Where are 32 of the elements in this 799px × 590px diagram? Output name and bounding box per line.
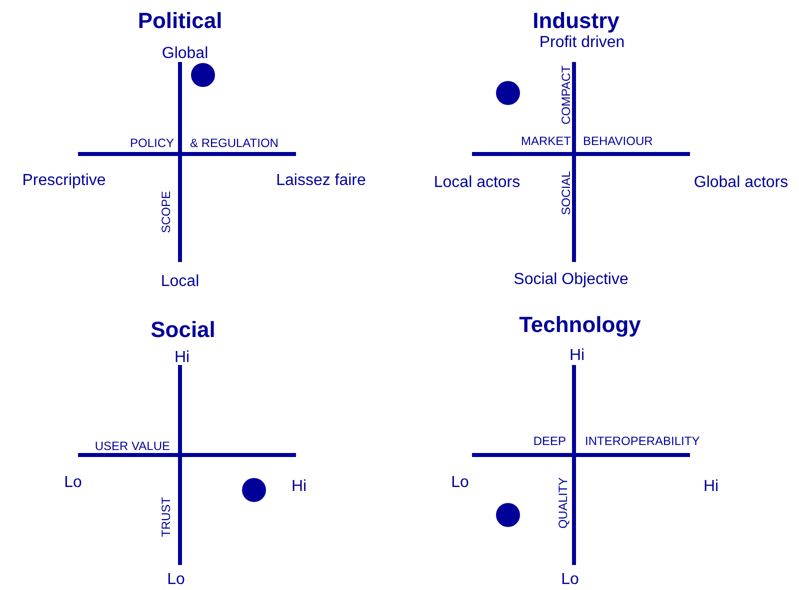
axis-name: SCOPE [160,191,172,233]
axis-end-label: Global actors [694,175,788,191]
axis-end-label: Hi [174,350,190,366]
axis-name: & REGULATION [190,137,278,149]
axis-end-label: Lo [167,572,185,588]
axis-end-label: Laissez faire [276,173,366,189]
panel-title: Industry [532,10,620,32]
axis-end-label: Global [162,46,208,62]
axis-end-label: Hi [291,479,307,495]
axis-name: BEHAVIOUR [583,135,653,147]
panel-title: Political [138,10,222,32]
axis-end-label: Prescriptive [22,173,106,189]
axis-end-label: Profit driven [539,35,625,51]
panel-title: Technology [519,314,641,336]
axis-name: POLICY [130,137,174,149]
panel-title: Social [150,319,216,341]
axis-name: COMPACT [560,65,572,125]
axis-name: USER VALUE [94,440,170,452]
axis-name: SOCIAL [560,171,572,215]
axis-name: DEEP [533,435,566,447]
axis-end-label: Lo [451,475,469,491]
axis-end-label: Local [160,274,200,290]
axis-end-label: Hi [703,479,719,495]
axis-end-label: Lo [64,475,82,491]
axis-end-label: Local actors [434,175,520,191]
axis-name: TRUST [160,497,172,537]
axis-end-label: Hi [569,348,585,364]
axis-name: QUALITY [557,477,569,529]
axis-end-label: Social Objective [514,272,628,288]
axis-name: MARKET [520,135,571,147]
axis-name: INTEROPERABILITY [585,435,700,447]
axis-end-label: Lo [561,572,579,588]
